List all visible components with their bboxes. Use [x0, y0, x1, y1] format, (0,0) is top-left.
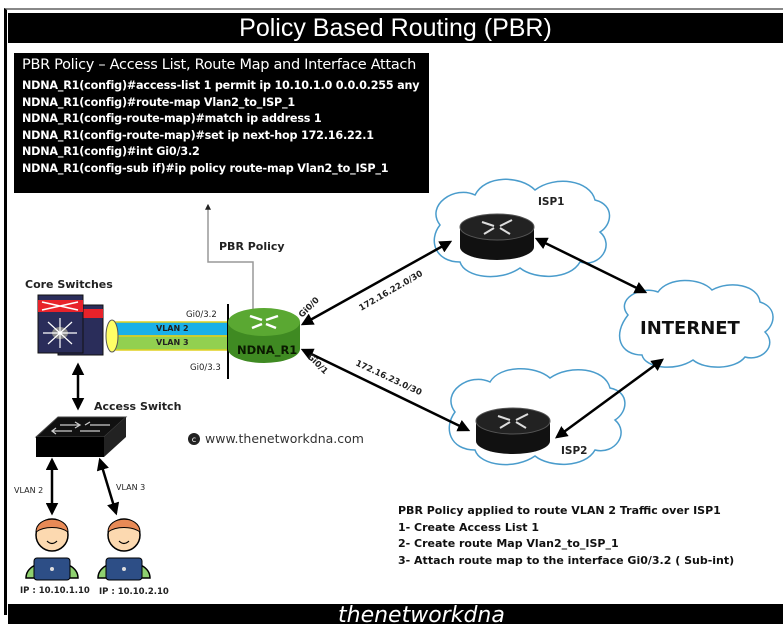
router-isp1-icon — [459, 213, 535, 260]
notes-step: 1- Create Access List 1 — [398, 520, 539, 534]
router-name-label: NDNA_R1 — [237, 343, 298, 357]
label-gi032: Gi0/3.2 — [186, 310, 217, 320]
trunk-vlan2-label: VLAN 2 — [156, 324, 189, 333]
isp1-label: ISP1 — [538, 196, 565, 208]
access-switch-icon — [34, 416, 128, 457]
link-isp1-internet — [534, 237, 648, 294]
router-isp2-icon — [475, 407, 551, 454]
cli-config-box: PBR Policy – Access List, Route Map and … — [14, 53, 429, 193]
trunk-link — [105, 319, 229, 353]
host2-ip-label: IP : 10.10.2.10 — [99, 587, 169, 597]
pbr-policy-label: PBR Policy — [219, 240, 285, 253]
host-2-icon — [97, 518, 151, 581]
router-ndna-r1-icon — [228, 308, 300, 363]
link-r1-isp1 — [300, 240, 453, 326]
vlan3-link-label: VLAN 3 — [116, 483, 146, 492]
cli-line: NDNA_R1(config-sub if)#ip policy route-m… — [22, 161, 389, 175]
cli-line: NDNA_R1(config-route-map)#set ip next-ho… — [22, 128, 374, 142]
cli-line: NDNA_R1(config)#route-map Vlan2_to_ISP_1 — [22, 95, 295, 109]
cli-line: NDNA_R1(config)#int Gi0/3.2 — [22, 145, 200, 158]
internet-label: INTERNET — [640, 318, 740, 339]
notes-step: 3- Attach route map to the interface Gi0… — [398, 553, 735, 567]
link-access-host2 — [96, 457, 120, 516]
notes-step: 2- Create route Map Vlan2_to_ISP_1 — [398, 537, 619, 550]
policy-notes: PBR Policy applied to route VLAN 2 Traff… — [398, 503, 734, 569]
website-label: www.thenetworkdna.com — [205, 431, 364, 446]
trunk-vlan3-label: VLAN 3 — [156, 338, 189, 347]
core-switch-icon — [37, 294, 104, 356]
host-1-icon — [25, 518, 79, 581]
host1-ip-label: IP : 10.10.1.10 — [20, 586, 90, 596]
svg-text:c: c — [192, 435, 196, 444]
page-title: Policy Based Routing (PBR) — [8, 13, 783, 43]
pbr-policy-connector — [205, 203, 254, 318]
vlan2-link-label: VLAN 2 — [14, 486, 44, 495]
footer-banner: thenetworkdna — [8, 604, 783, 624]
diagram-frame — [4, 8, 783, 615]
footer-text: thenetworkdna — [338, 604, 505, 624]
core-switches-label: Core Switches — [25, 278, 113, 291]
label-gi033: Gi0/3.3 — [190, 363, 221, 373]
link-isp2-internet — [554, 358, 665, 439]
cli-line: NDNA_R1(config-route-map)#match ip addre… — [22, 112, 322, 125]
cli-heading: PBR Policy – Access List, Route Map and … — [22, 57, 416, 73]
link-r1-isp2 — [300, 348, 471, 432]
notes-heading: PBR Policy applied to route VLAN 2 Traff… — [398, 504, 721, 517]
cli-line: NDNA_R1(config)#access-list 1 permit ip … — [22, 79, 420, 92]
access-switch-label: Access Switch — [94, 400, 182, 413]
copyright-icon: c — [188, 433, 200, 445]
isp2-label: ISP2 — [561, 445, 588, 457]
